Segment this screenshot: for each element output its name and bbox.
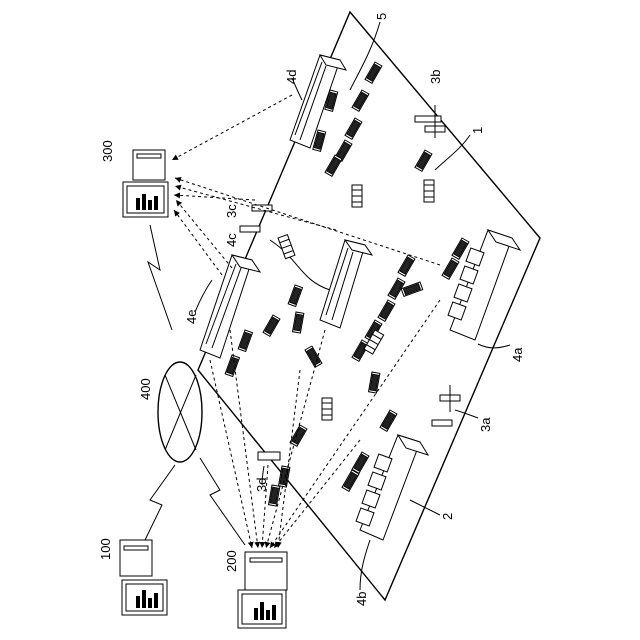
link-300-400	[148, 225, 172, 330]
label-4b: 4b	[354, 592, 369, 606]
label-3c: 3c	[224, 204, 239, 218]
sensor-3b	[415, 105, 445, 138]
link-400-100	[145, 465, 175, 540]
sensor-3a	[432, 385, 460, 426]
leader-2	[410, 500, 440, 515]
label-4d: 4d	[284, 70, 299, 84]
server-200	[238, 552, 287, 628]
label-100: 100	[98, 538, 113, 560]
label-4a: 4a	[510, 347, 525, 362]
label-4c: 4c	[224, 233, 239, 247]
label-3d: 3d	[254, 478, 269, 492]
server-100	[120, 540, 167, 615]
leader-4b	[360, 540, 370, 590]
base-4e	[200, 255, 260, 358]
server-300	[123, 150, 168, 217]
label-3b: 3b	[428, 70, 443, 84]
sensor-3d	[258, 452, 280, 460]
label-1: 1	[470, 127, 485, 134]
link-400-200	[200, 458, 245, 545]
label-5: 5	[374, 13, 389, 20]
road-curve	[270, 240, 330, 290]
network-400	[158, 362, 202, 462]
label-300: 300	[100, 140, 115, 162]
label-3a: 3a	[478, 417, 493, 432]
label-4e: 4e	[184, 310, 199, 324]
sensor-3c	[240, 205, 272, 232]
label-2: 2	[440, 513, 455, 520]
label-200: 200	[224, 550, 239, 572]
leader-1	[435, 135, 470, 170]
leader-4e	[195, 280, 212, 312]
base-4c	[320, 240, 372, 328]
label-400: 400	[138, 378, 153, 400]
